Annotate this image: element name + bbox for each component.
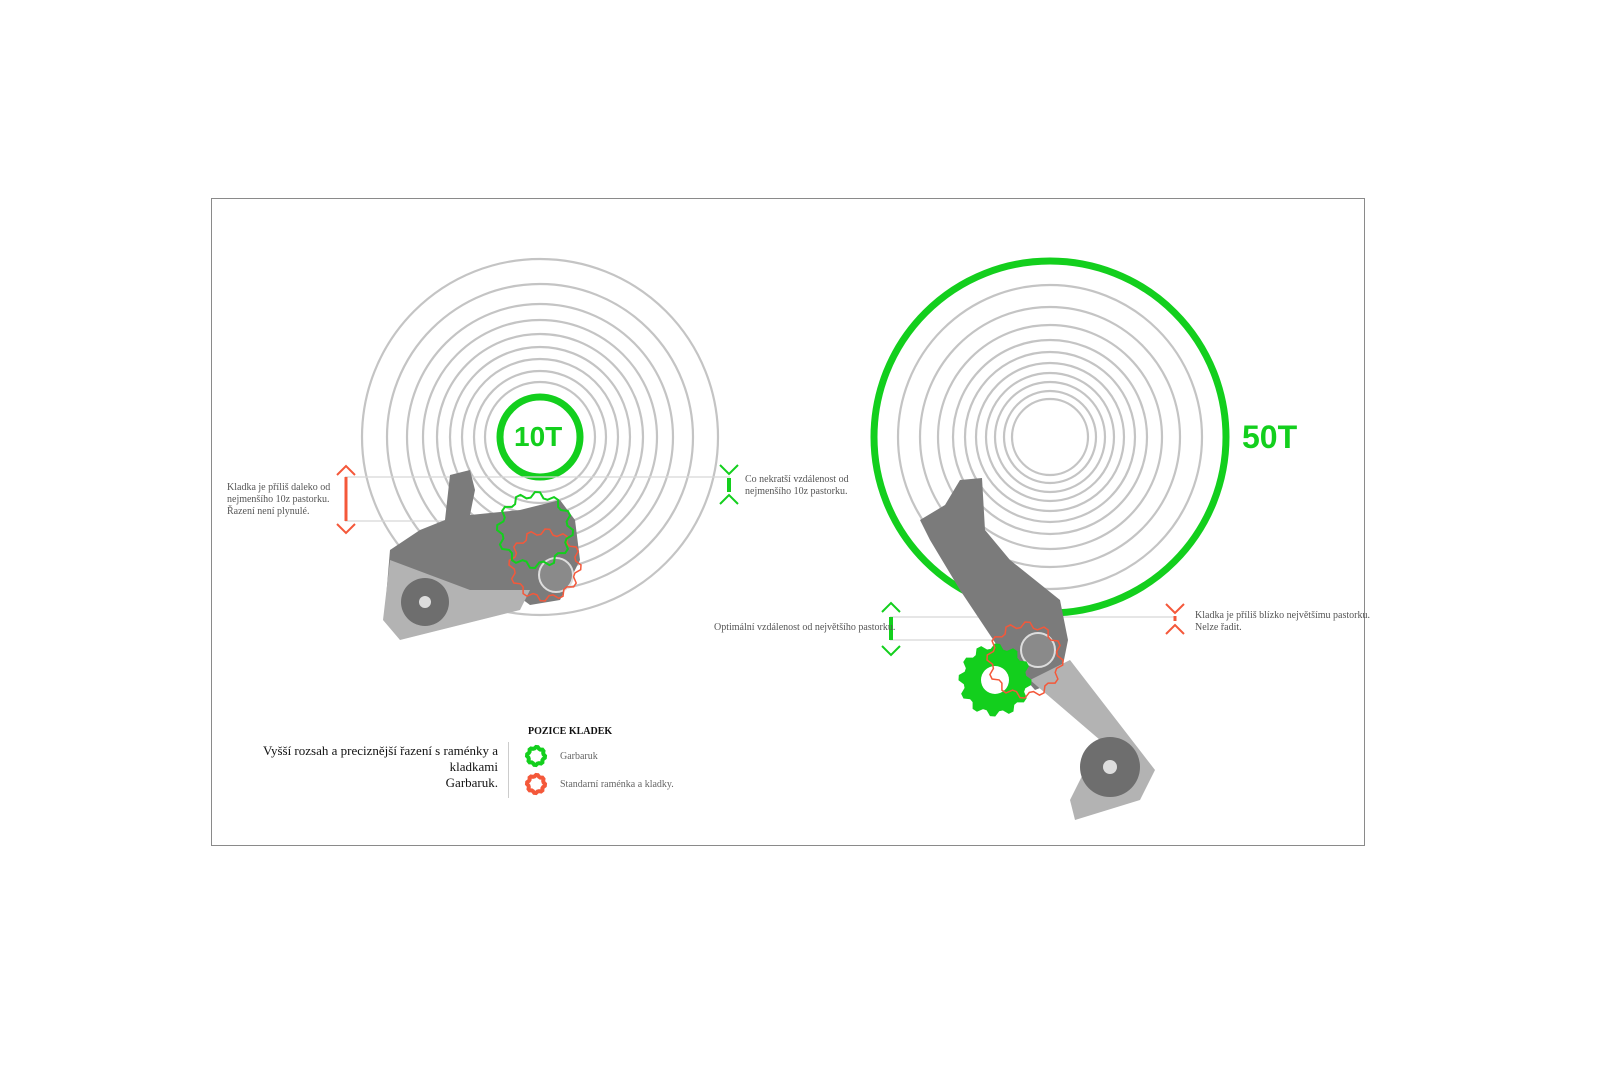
garbaruk-pulley-left xyxy=(495,490,575,570)
note-line: nejmenšího 10z pastorku. xyxy=(227,494,330,505)
derailleur-right xyxy=(920,478,1155,820)
cog-ring xyxy=(1002,389,1098,485)
note-too-close: Kladka je příliš blízko největšímu pasto… xyxy=(1195,610,1370,634)
caption: Vyšší rozsah a preciznější řazení s ramé… xyxy=(215,743,498,791)
note-line: nejmenšího 10z pastorku. xyxy=(745,486,848,497)
cog-50t-highlight xyxy=(870,257,1230,617)
note-line: Kladka je příliš daleko od xyxy=(227,482,331,493)
note-line: Co nekratší vzdálenost od xyxy=(745,474,849,485)
diagram-frame xyxy=(211,198,1365,846)
note-too-far: Kladka je příliš daleko od nejmenšího 10… xyxy=(227,482,330,518)
legend-item-standard: Standarní raménka a kladky. xyxy=(560,779,674,790)
arrow-optimal-icon xyxy=(881,601,901,657)
cog-ring xyxy=(896,283,1204,591)
cog-ring xyxy=(951,338,1149,536)
legend-gear-green-icon xyxy=(524,744,548,768)
note-line: Řazení není plynulé. xyxy=(227,506,310,517)
arrow-shortest-icon xyxy=(719,464,739,505)
cog-ring xyxy=(963,350,1137,524)
arrow-too-far-icon xyxy=(336,464,356,535)
cog-ring xyxy=(472,369,608,505)
cog-ring xyxy=(1010,397,1090,477)
label-50t: 50T xyxy=(1242,419,1298,455)
cog-ring xyxy=(993,380,1107,494)
cog-ring xyxy=(984,371,1116,503)
distance-arrows xyxy=(336,464,1185,657)
note-line: Kladka je příliš blízko největšímu pasto… xyxy=(1195,610,1370,621)
legend-title: POZICE KLADEK xyxy=(528,726,613,737)
legend-gear-orange-icon xyxy=(524,772,548,796)
standard-pulley-left xyxy=(508,528,582,602)
cog-ring xyxy=(360,257,720,617)
label-10t: 10T xyxy=(514,421,563,452)
arrow-too-close-icon xyxy=(1165,603,1185,635)
legend-divider xyxy=(508,742,509,798)
legend-item-garbaruk: Garbaruk xyxy=(560,751,598,762)
note-optimal: Optimální vzdálenost od největšího pasto… xyxy=(714,622,896,633)
cog-ring xyxy=(974,361,1126,513)
cog-ring xyxy=(936,323,1164,551)
note-shortest: Co nekratší vzdálenost od nejmenšího 10z… xyxy=(745,474,849,498)
note-line: Nelze řadit. xyxy=(1195,622,1242,633)
cassette-right xyxy=(870,257,1230,617)
caption-line: Vyšší rozsah a preciznější řazení s ramé… xyxy=(263,743,498,774)
standard-pulley-right xyxy=(986,621,1064,699)
cog-ring xyxy=(918,305,1182,569)
legend-icons xyxy=(524,744,548,796)
pulley-gears xyxy=(495,490,1064,717)
caption-line: Garbaruk. xyxy=(445,775,498,790)
